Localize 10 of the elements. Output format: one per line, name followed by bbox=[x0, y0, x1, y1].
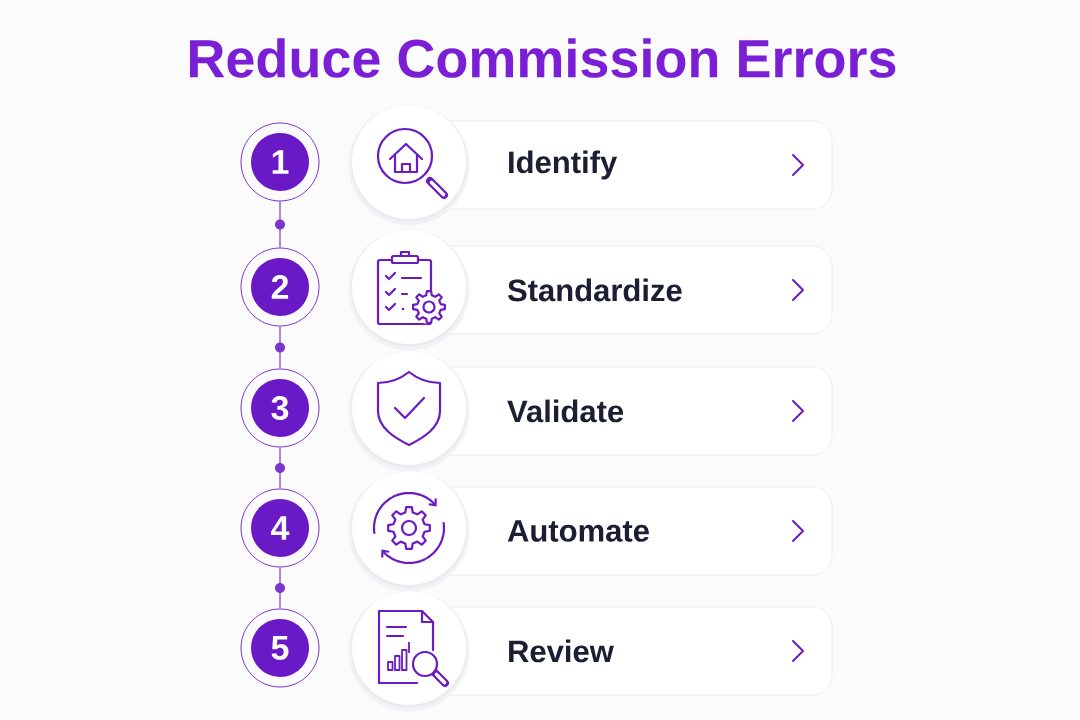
connector-line bbox=[275, 446, 285, 490]
step-card: Automate bbox=[348, 470, 833, 592]
title: Reduce Commission Errors bbox=[190, 38, 896, 78]
connector-line bbox=[275, 566, 285, 610]
step-card: Validate bbox=[348, 350, 833, 472]
step-card: Review bbox=[348, 590, 833, 712]
connector-line bbox=[275, 200, 285, 249]
step-card: Identify bbox=[348, 104, 833, 226]
connector-line bbox=[275, 325, 285, 370]
step-card: Standardize bbox=[348, 229, 833, 351]
